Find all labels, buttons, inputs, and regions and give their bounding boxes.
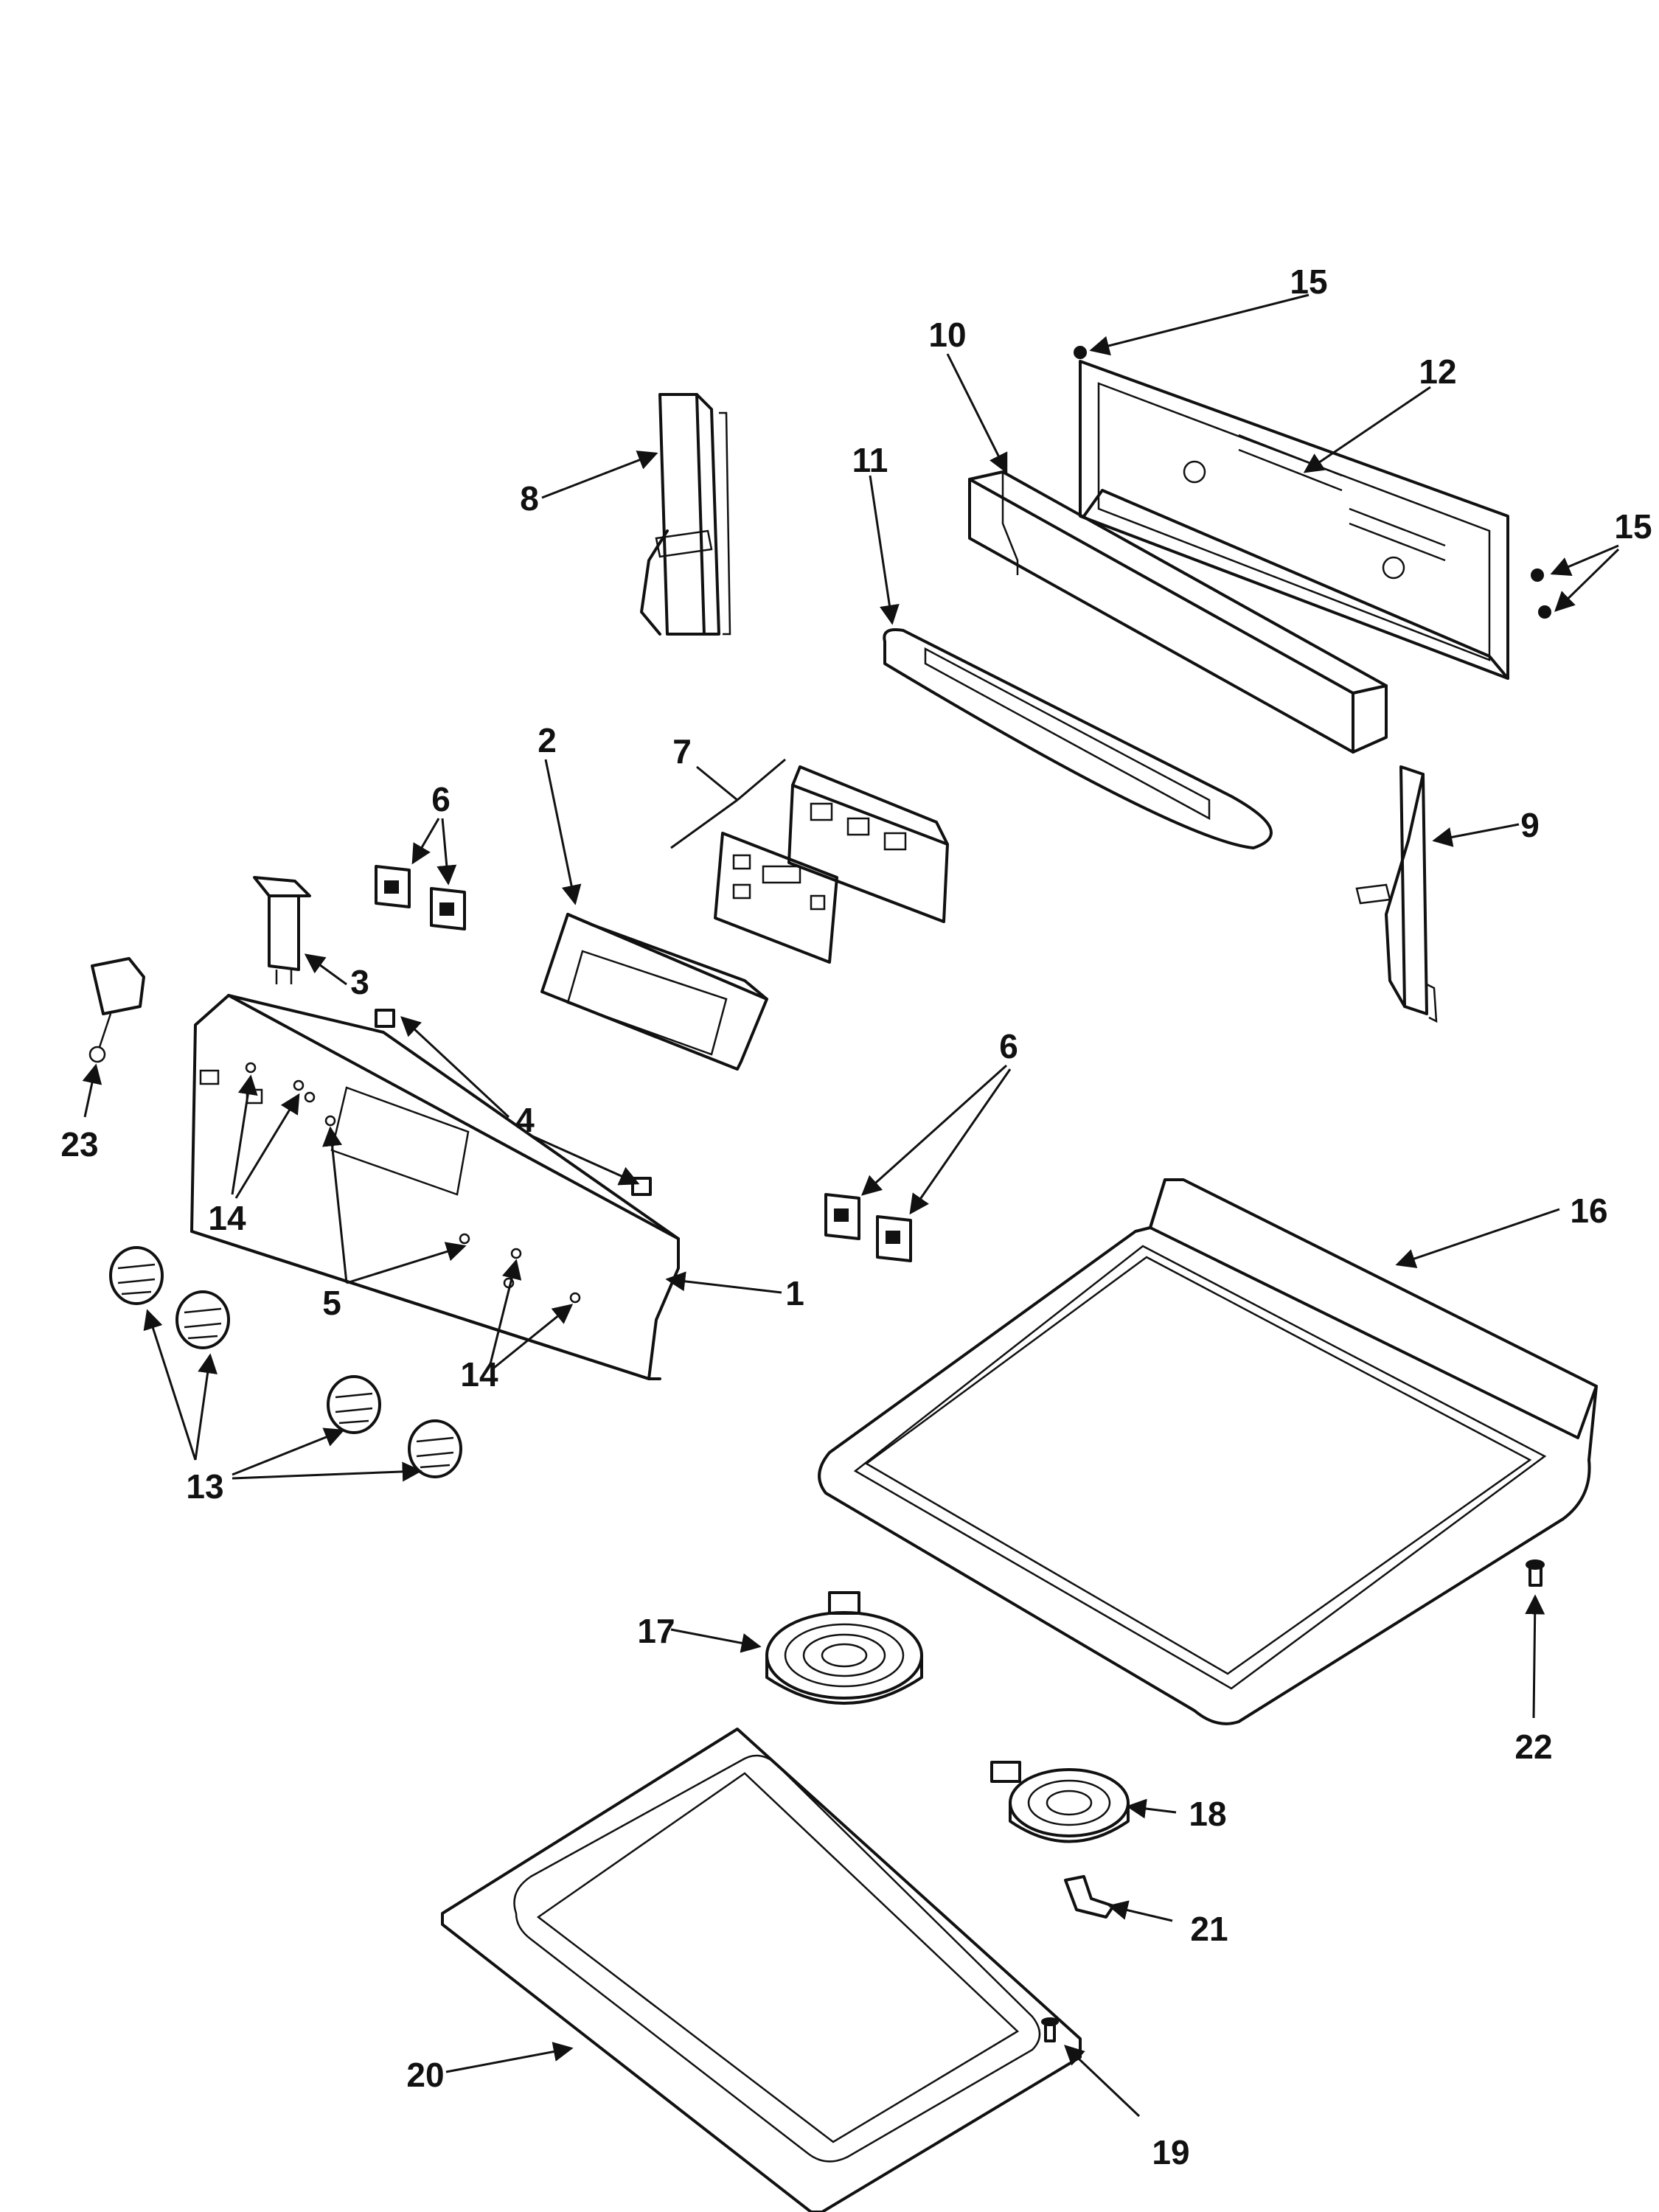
part-11-trim [883, 628, 1273, 849]
callout-15-right: 15 [1614, 507, 1652, 546]
callout-9: 9 [1520, 806, 1540, 844]
part-23-connector [88, 957, 145, 1063]
callout-19: 19 [1152, 2133, 1189, 2171]
part-3-indicator-lamp [253, 876, 311, 984]
part-16-cooktop [818, 1178, 1598, 1725]
callout-21: 21 [1190, 1910, 1228, 1948]
callout-10: 10 [928, 316, 966, 354]
part-1-control-panel [190, 994, 680, 1380]
callout-18: 18 [1189, 1795, 1226, 1833]
part-17-large-element [765, 1591, 923, 1705]
callout-13: 13 [186, 1467, 223, 1506]
part-4-switches [375, 1009, 652, 1196]
part-19-screw [1041, 2017, 1059, 2042]
part-6-switches-lower [824, 1193, 912, 1262]
callout-11: 11 [852, 441, 888, 479]
callout-20: 20 [406, 2056, 444, 2094]
callout-6-upper: 6 [431, 780, 451, 818]
callout-14-left: 14 [208, 1199, 246, 1237]
part-18-small-element [990, 1761, 1130, 1843]
callout-12: 12 [1419, 352, 1456, 391]
callout-15: 15 [1290, 262, 1327, 301]
part-8-side-bracket [640, 393, 731, 636]
callout-14-right: 14 [460, 1355, 498, 1394]
callout-labels: 15 10 12 11 15 8 9 2 7 6 6 3 4 23 14 5 1… [60, 262, 1652, 2171]
callout-8: 8 [520, 479, 539, 518]
part-21-clip [1064, 1875, 1115, 1919]
part-7-control-board [714, 765, 949, 964]
part-20-bottom-tray [441, 1728, 1082, 2212]
callout-1: 1 [785, 1274, 804, 1312]
callout-16: 16 [1570, 1192, 1607, 1230]
part-6-switches-upper [375, 865, 466, 931]
part-9-side-bracket [1355, 765, 1438, 1023]
callout-2: 2 [538, 721, 557, 759]
callout-3: 3 [350, 963, 369, 1001]
callout-22: 22 [1514, 1728, 1552, 1766]
callout-17: 17 [637, 1612, 675, 1650]
callout-4: 4 [515, 1101, 535, 1139]
part-12-back-panel [1079, 360, 1509, 680]
callout-5: 5 [322, 1284, 341, 1322]
part-10-trim-bar [968, 470, 1388, 754]
part-13-knobs [109, 1246, 462, 1478]
callout-7: 7 [672, 732, 692, 771]
callout-6-lower: 6 [999, 1027, 1018, 1065]
leader-lines [82, 293, 1620, 2118]
part-15-screws [1074, 346, 1551, 619]
callout-23: 23 [60, 1125, 98, 1164]
part-22-screw [1526, 1559, 1545, 1587]
part-2-display-window [540, 913, 768, 1071]
